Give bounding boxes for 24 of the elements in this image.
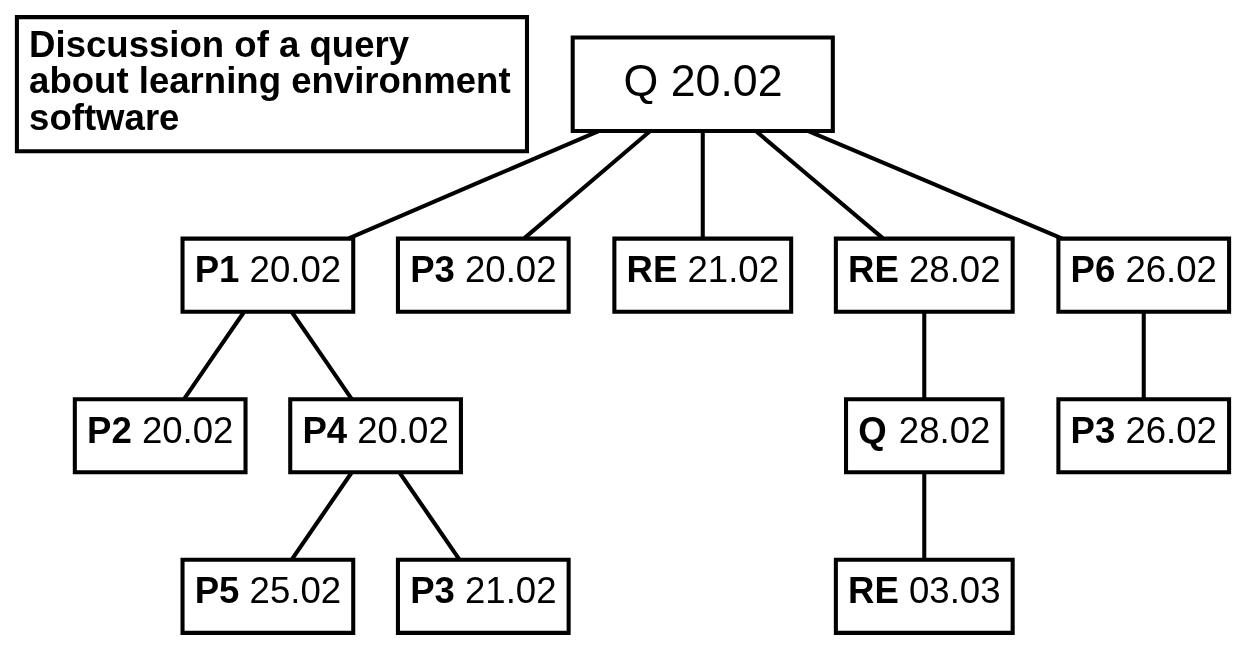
connector xyxy=(807,129,1063,241)
node-box: RE 21.02 xyxy=(612,236,794,314)
node-box: P3 26.02 xyxy=(1056,397,1232,475)
node-box: P6 26.02 xyxy=(1056,236,1232,314)
connector xyxy=(922,311,927,400)
connector xyxy=(397,471,462,561)
node-box: RE 28.02 xyxy=(833,236,1015,314)
node-box: Q 28.02 xyxy=(844,397,1005,475)
connector xyxy=(922,472,927,560)
node-box: RE 03.03 xyxy=(833,557,1015,635)
node-box: P3 20.02 xyxy=(395,236,571,314)
node-box: P2 20.02 xyxy=(72,397,248,475)
connector xyxy=(290,310,354,401)
connector xyxy=(700,131,705,239)
node-box: P4 20.02 xyxy=(288,397,463,475)
node-box: P1 20.02 xyxy=(180,236,356,314)
node-box: P5 25.02 xyxy=(180,557,356,635)
node-box: P3 21.02 xyxy=(395,557,571,635)
connector xyxy=(290,471,354,561)
node-box: Q 20.02 xyxy=(570,35,835,133)
connector xyxy=(347,129,600,241)
node-box: Discussion of a query about learning environment software xyxy=(14,15,529,154)
connector xyxy=(1141,311,1146,400)
connector xyxy=(182,310,246,401)
